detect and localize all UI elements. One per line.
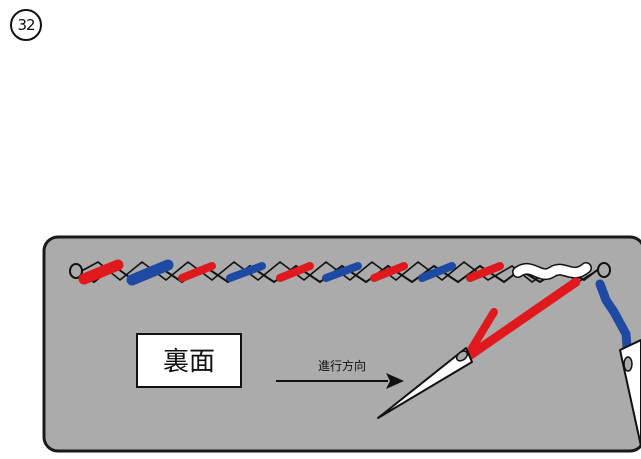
needle-eye-left <box>455 350 469 362</box>
needle-eye-right <box>623 356 633 372</box>
side-label: 裏面 <box>163 347 215 377</box>
blue-stitch <box>418 262 456 282</box>
red-thread-tail <box>462 308 498 362</box>
blue-thread-to-needle <box>595 279 633 365</box>
direction-label: 進行方向 <box>318 358 366 373</box>
blue-stitch <box>322 262 362 282</box>
white-stitch <box>513 263 591 279</box>
fabric-panel <box>42 235 641 453</box>
direction-arrow-head <box>386 373 404 389</box>
red-thread-to-needle <box>461 277 581 363</box>
red-stitch <box>178 262 216 282</box>
red-stitch <box>276 262 314 282</box>
blue-stitch <box>226 262 266 282</box>
blue-stitch <box>126 259 174 286</box>
side-label-box <box>136 333 242 388</box>
red-stitch <box>466 262 504 282</box>
stitch-hole-start <box>69 263 83 279</box>
red-stitch <box>370 262 408 282</box>
stitch-hole-end <box>597 262 611 278</box>
step-number-badge: 32 <box>10 9 42 41</box>
red-stitch <box>78 259 124 285</box>
needle-left <box>377 347 473 419</box>
